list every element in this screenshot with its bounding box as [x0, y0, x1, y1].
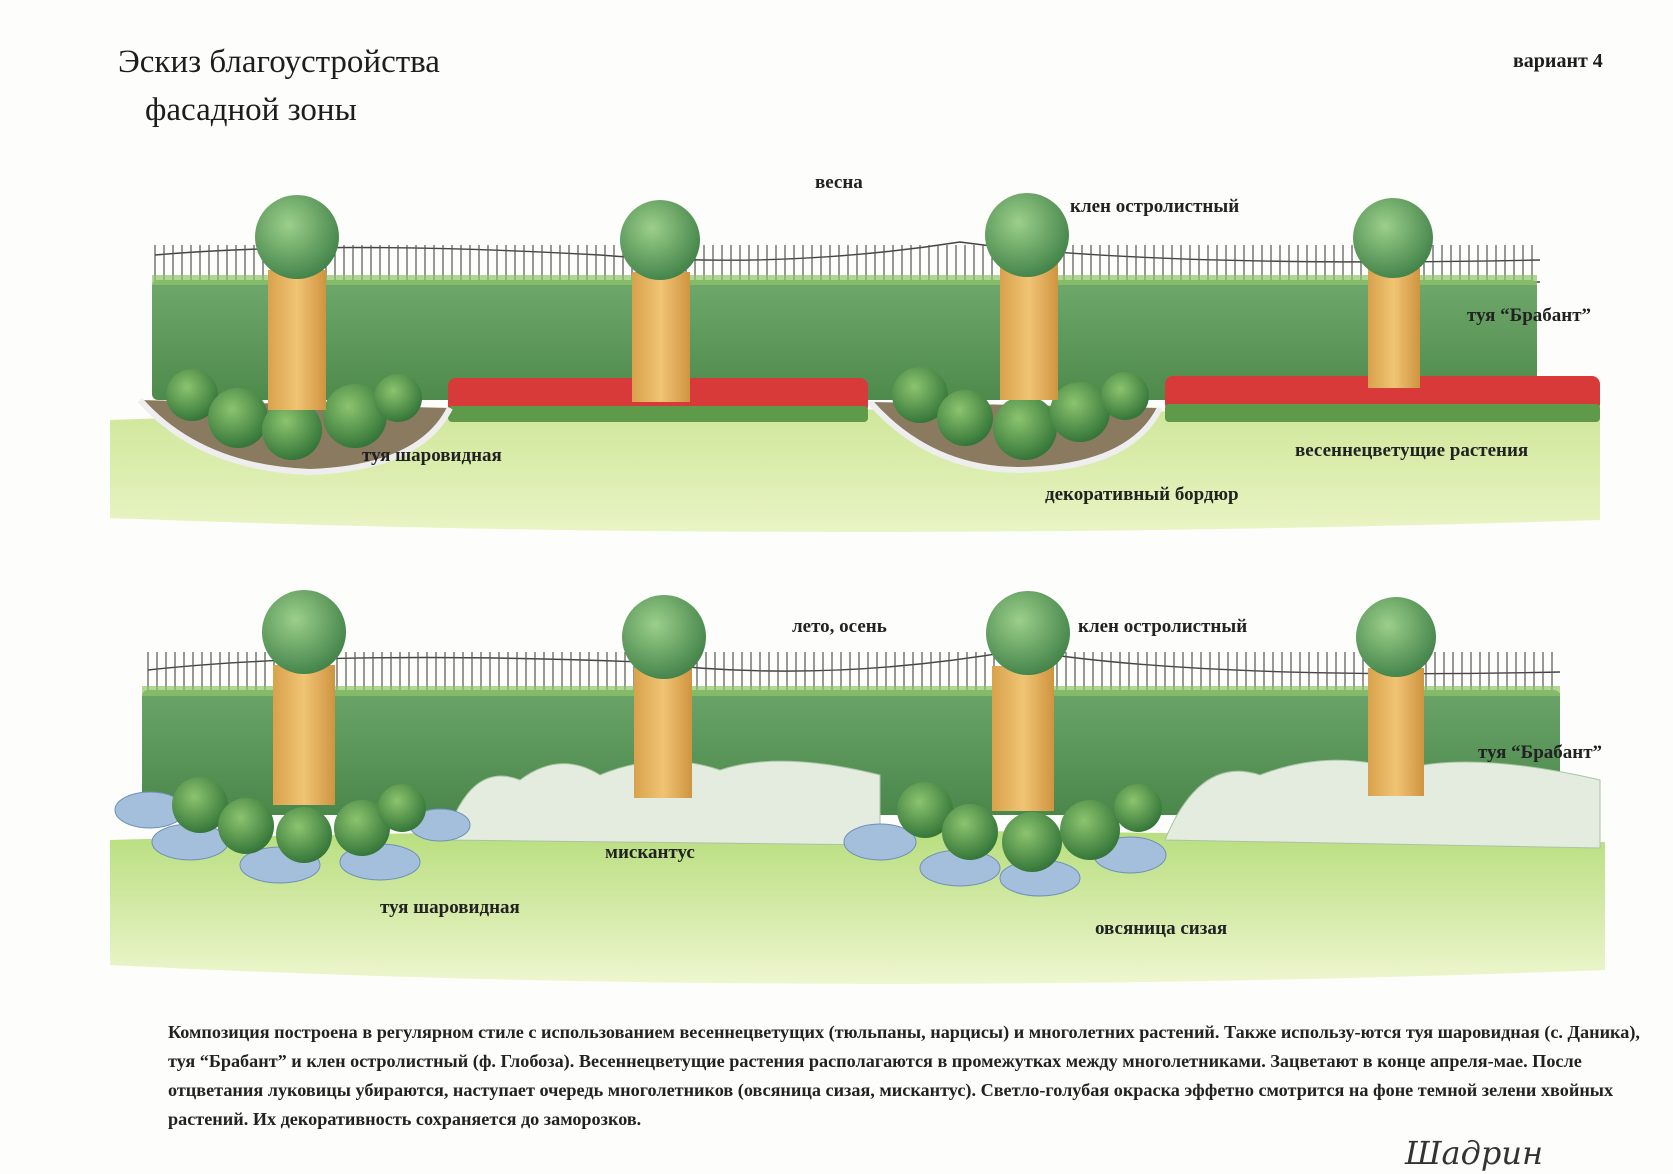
- label-thuja-globe: туя шаровидная: [362, 445, 502, 466]
- title-line-2: фасадной зоны: [145, 92, 357, 128]
- label-thuja-brabant: туя “Брабант”: [1467, 305, 1592, 326]
- label-maple: клен остролистный: [1070, 196, 1240, 217]
- variant-label: вариант 4: [1513, 50, 1603, 72]
- summer-illustration: [110, 590, 1605, 984]
- title-line-1: Эскиз благоустройства: [118, 44, 440, 80]
- lawn: [110, 409, 1600, 533]
- thuja-globe-group-right: [892, 367, 1149, 460]
- label-maple: клен остролистный: [1078, 616, 1248, 637]
- tulip-bed-2: [1165, 376, 1600, 412]
- spring-illustration: [110, 193, 1600, 533]
- sketch-title: Эскиз благоустройства фасадной зоны: [118, 38, 440, 134]
- label-thuja-globe: туя шаровидная: [380, 897, 520, 918]
- composition-description: Композиция построена в регулярном стиле …: [168, 1022, 1640, 1129]
- thuja-globe-group-left: [172, 777, 426, 863]
- label-border: декоративный бордюр: [1045, 484, 1239, 505]
- label-miscanthus: мискантус: [605, 842, 695, 863]
- brick-pillars: [268, 260, 1420, 410]
- summer-autumn-scene: лето, осень клен остролистный туя “Браба…: [0, 580, 1673, 1010]
- maple-crowns: [262, 590, 1436, 679]
- label-thuja-brabant: туя “Брабант”: [1478, 742, 1603, 763]
- brick-pillars: [273, 665, 1424, 811]
- lawn: [110, 830, 1605, 984]
- maple-crowns: [255, 193, 1433, 280]
- season-label: лето, осень: [792, 616, 887, 637]
- miscanthus-beds: [444, 759, 1601, 849]
- author-signature: Шадрин: [1405, 1134, 1544, 1172]
- thuja-globe-group-right: [897, 782, 1162, 872]
- label-fescue: овсяница сизая: [1095, 918, 1228, 939]
- season-label: весна: [815, 172, 863, 193]
- fescue-clumps: [114, 791, 1167, 897]
- thuja-brabant-hedge: [152, 280, 1537, 400]
- spring-scene: весна клен остролистный туя “Брабант” ту…: [0, 150, 1673, 570]
- thuja-globe-group-left: [166, 369, 422, 460]
- label-spring-plants: весеннецветущие растения: [1295, 440, 1529, 461]
